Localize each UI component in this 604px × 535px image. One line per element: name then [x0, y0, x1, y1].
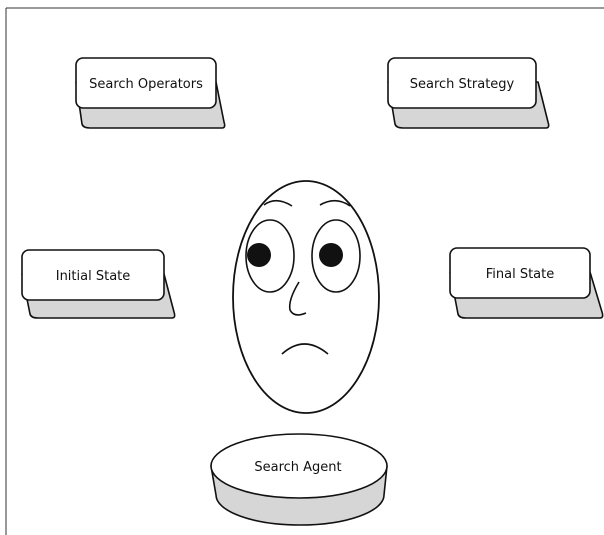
- right-pupil: [319, 243, 343, 267]
- left-eyebrow: [263, 199, 293, 207]
- final-state-box: Final State: [449, 247, 604, 319]
- search-operators-label: Search Operators: [89, 77, 203, 92]
- left-pupil: [247, 243, 271, 267]
- diagram-frame: [5, 7, 604, 535]
- right-eyebrow: [319, 199, 351, 207]
- search-strategy-box: Search Strategy: [387, 57, 550, 129]
- search-strategy-label: Search Strategy: [410, 77, 515, 92]
- initial-state-box: Initial State: [21, 249, 176, 319]
- nose: [288, 281, 307, 316]
- cylinder-platform-icon: [210, 433, 388, 526]
- worried-face-icon: [232, 180, 380, 414]
- initial-state-label: Initial State: [56, 269, 131, 284]
- frown-mouth: [281, 343, 329, 355]
- search-operators-box: Search Operators: [75, 57, 226, 129]
- final-state-label: Final State: [486, 267, 555, 282]
- search-agent-label: Search Agent: [254, 460, 341, 475]
- search-agent-platform: Search Agent: [210, 433, 388, 526]
